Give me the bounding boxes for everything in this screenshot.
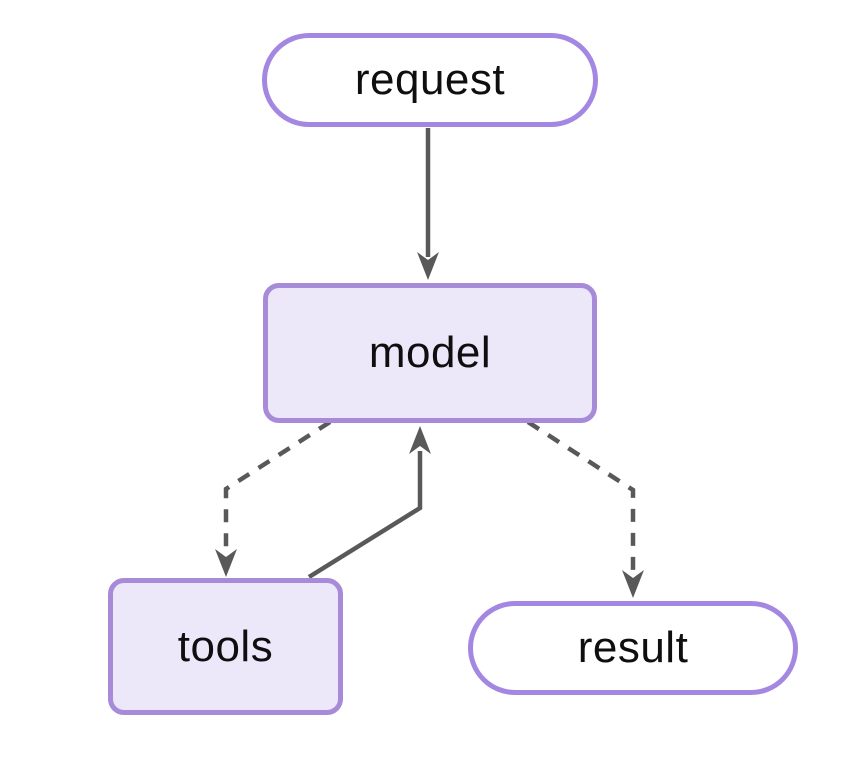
arrowhead-model-tools xyxy=(215,549,237,577)
node-result: result xyxy=(468,601,798,695)
node-model: model xyxy=(263,283,597,423)
node-model-label: model xyxy=(368,328,492,377)
arrowhead-request-model xyxy=(417,252,439,280)
arrowhead-model-result xyxy=(622,570,644,598)
node-request-label: request xyxy=(354,55,506,104)
edge-model-tools xyxy=(223,420,332,551)
node-tools-label: tools xyxy=(177,621,274,671)
node-tools: tools xyxy=(108,578,343,715)
edge-model-result xyxy=(526,420,636,570)
edge-tools-model xyxy=(307,451,423,579)
node-request: request xyxy=(262,33,598,127)
arrowhead-tools-model xyxy=(409,426,431,454)
node-result-label: result xyxy=(577,623,689,672)
